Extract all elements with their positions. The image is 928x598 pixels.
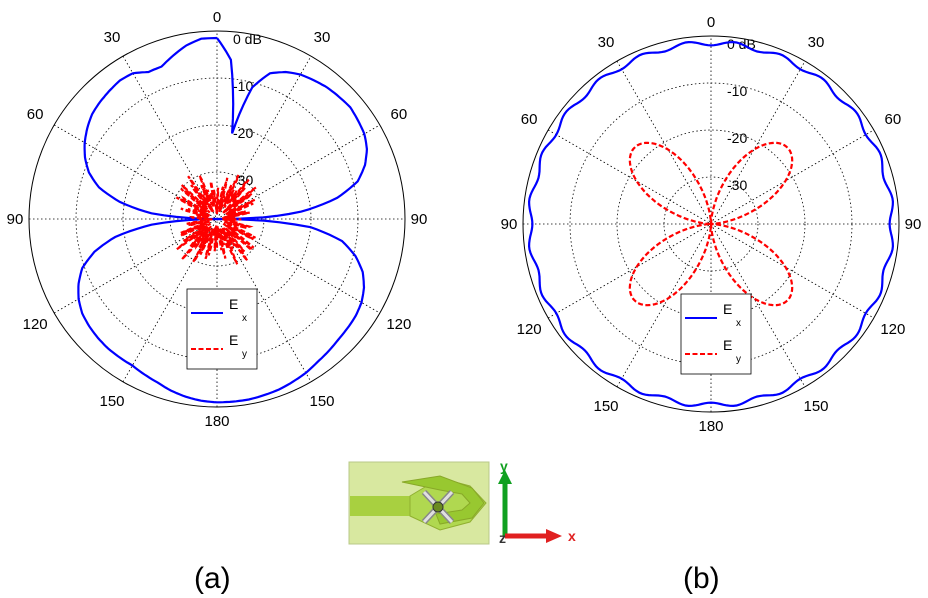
legend-box [680, 293, 752, 375]
angle-tick-label: 120 [386, 316, 411, 333]
legend-subscript: y [736, 354, 741, 365]
legend-box [186, 288, 258, 370]
radial-tick-label: -10 [727, 83, 747, 99]
angle-tick-label: 150 [309, 393, 334, 410]
angle-tick-label: 30 [808, 34, 825, 51]
series-ex-line [527, 40, 895, 408]
polar-grid-ring [663, 176, 759, 272]
angle-tick-label: 0 [707, 14, 715, 31]
y-axis-label: y [500, 458, 508, 474]
panel-label-b: (b) [683, 562, 720, 595]
radiator-arm [401, 475, 485, 525]
polar-grid-ring [122, 124, 312, 314]
radial-tick-label: -20 [727, 130, 747, 146]
legend-subscript: x [242, 313, 247, 324]
series-ey-line [175, 174, 257, 265]
angle-tick-label: 90 [411, 211, 428, 228]
legend-subscript: x [736, 318, 741, 329]
angle-tick-label: 60 [391, 106, 408, 123]
antenna-inset: y z x [348, 458, 576, 546]
polar-grid-ring [169, 171, 265, 267]
legend-label: E [723, 337, 732, 353]
angle-tick-label: 150 [803, 398, 828, 415]
angle-tick-label: 90 [905, 216, 922, 233]
angle-tick-label: 150 [593, 398, 618, 415]
radial-tick-label: 0 dB [233, 31, 262, 47]
angle-tick-label: 60 [521, 111, 538, 128]
radial-tick-label: -20 [233, 125, 253, 141]
angle-tick-label: 60 [885, 111, 902, 128]
polar-grid-ring [616, 129, 806, 319]
angle-tick-label: 180 [204, 413, 229, 430]
angle-tick-label: 180 [698, 418, 723, 435]
legend-label: E [723, 301, 732, 317]
series-ey-line [628, 141, 794, 307]
angle-tick-label: 120 [517, 321, 542, 338]
angle-tick-label: 30 [104, 29, 121, 46]
angle-tick-label: 30 [314, 29, 331, 46]
x-axis-label: x [568, 528, 576, 544]
radial-tick-label: -30 [727, 177, 747, 193]
angle-tick-label: 120 [23, 316, 48, 333]
z-axis-label: z [499, 530, 506, 546]
angle-tick-label: 60 [27, 106, 44, 123]
y-arrow-head [498, 470, 512, 484]
angle-tick-label: 0 [213, 9, 221, 26]
cross-element [421, 489, 455, 525]
panel-label-a: (a) [194, 562, 231, 595]
legend-label: E [229, 332, 238, 348]
angle-tick-label: 90 [7, 211, 24, 228]
angle-tick-label: 30 [598, 34, 615, 51]
feedline [350, 496, 418, 516]
series-ex-line [77, 36, 369, 404]
radial-tick-label: -10 [233, 78, 253, 94]
x-arrow-head [546, 529, 562, 543]
legend-subscript: y [242, 349, 247, 360]
angle-tick-label: 150 [99, 393, 124, 410]
angle-tick-label: 120 [880, 321, 905, 338]
legend-label: E [229, 296, 238, 312]
angle-tick-label: 90 [501, 216, 518, 233]
